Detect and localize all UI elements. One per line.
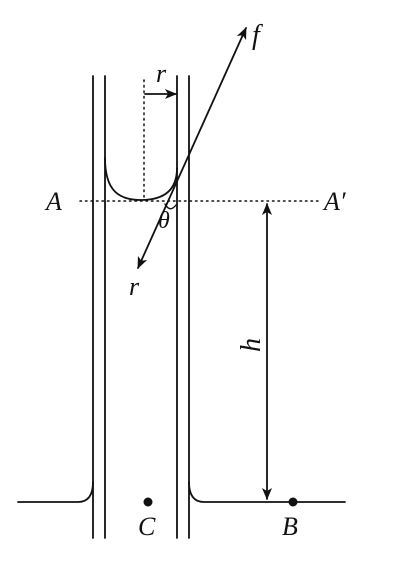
label-a: A: [44, 187, 62, 216]
point-b: [288, 497, 298, 507]
label-b: B: [282, 512, 298, 541]
liquid-surface-right: [188, 481, 346, 503]
contact-angle-arc: [164, 203, 177, 210]
surface-tension-arrow: [137, 27, 247, 269]
capillary-tube: [92, 75, 190, 539]
label-h: h: [236, 338, 267, 352]
label-r-bottom: r: [129, 272, 140, 301]
liquid-surface-left: [17, 481, 94, 503]
label-a-prime: A′: [322, 187, 346, 216]
label-f: f: [252, 20, 263, 51]
meniscus: [104, 157, 178, 201]
point-c: [143, 497, 153, 507]
label-r-top: r: [156, 59, 167, 88]
label-c: C: [138, 512, 156, 541]
label-theta: θ: [158, 208, 170, 234]
